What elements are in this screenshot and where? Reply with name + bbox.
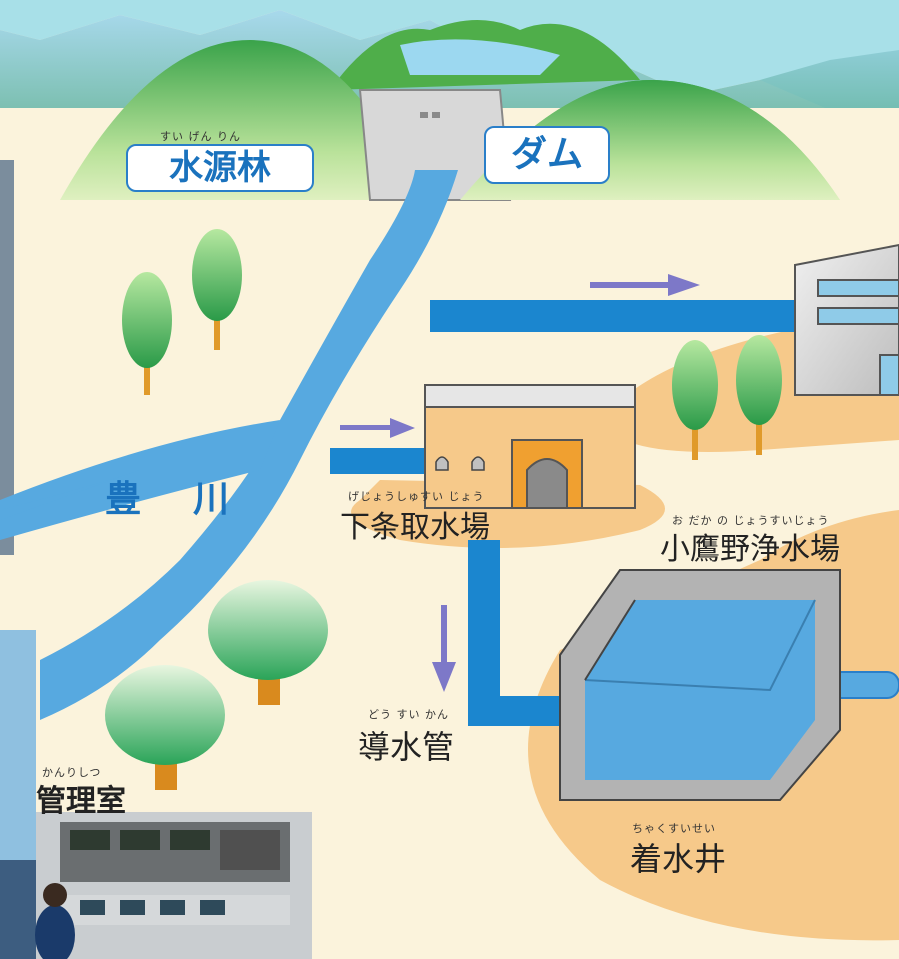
pipe-to-purification [430, 300, 810, 332]
receiving-well [559, 569, 841, 801]
intake-station-building [424, 384, 636, 509]
control-room-label: 管理室 [36, 784, 126, 819]
forest-label: 水源林 [126, 144, 314, 192]
purification-plant-building [794, 243, 899, 396]
river [40, 170, 458, 720]
receiving-well-label: 着水井 [630, 840, 727, 878]
conduit-ruby: どう すい かん [368, 708, 449, 721]
dam-label: ダム [484, 126, 610, 184]
tree-icon [105, 665, 225, 790]
right-arrow-icon [590, 274, 700, 296]
tree-icon [122, 272, 172, 395]
tree-icon [672, 340, 718, 460]
pipe-to-intake [330, 448, 430, 474]
intake-ruby: げじょうしゅすい じょう [348, 490, 485, 503]
control-room-photo [35, 812, 312, 959]
tree-icon [736, 335, 782, 455]
receiving-well-ruby: ちゃくすいせい [632, 822, 716, 835]
forest-ruby: すい げん りん [160, 130, 241, 143]
tree-icon [208, 580, 328, 705]
conduit-pipe [468, 540, 580, 726]
intake-label: 下条取水場 [340, 510, 490, 545]
right-arrow-icon [340, 418, 415, 438]
conduit-label: 導水管 [358, 728, 455, 766]
left-photo-strip [0, 160, 14, 555]
purification-label: 小鷹野浄水場 [660, 532, 840, 567]
river-label: 豊 川 [105, 479, 238, 520]
purification-ruby: お だか の じょうすいじょう [672, 514, 830, 527]
reservoir [400, 39, 560, 75]
control-room-ruby: かんりしつ [42, 766, 102, 779]
down-arrow-icon [432, 605, 456, 692]
tree-icon [192, 229, 242, 350]
